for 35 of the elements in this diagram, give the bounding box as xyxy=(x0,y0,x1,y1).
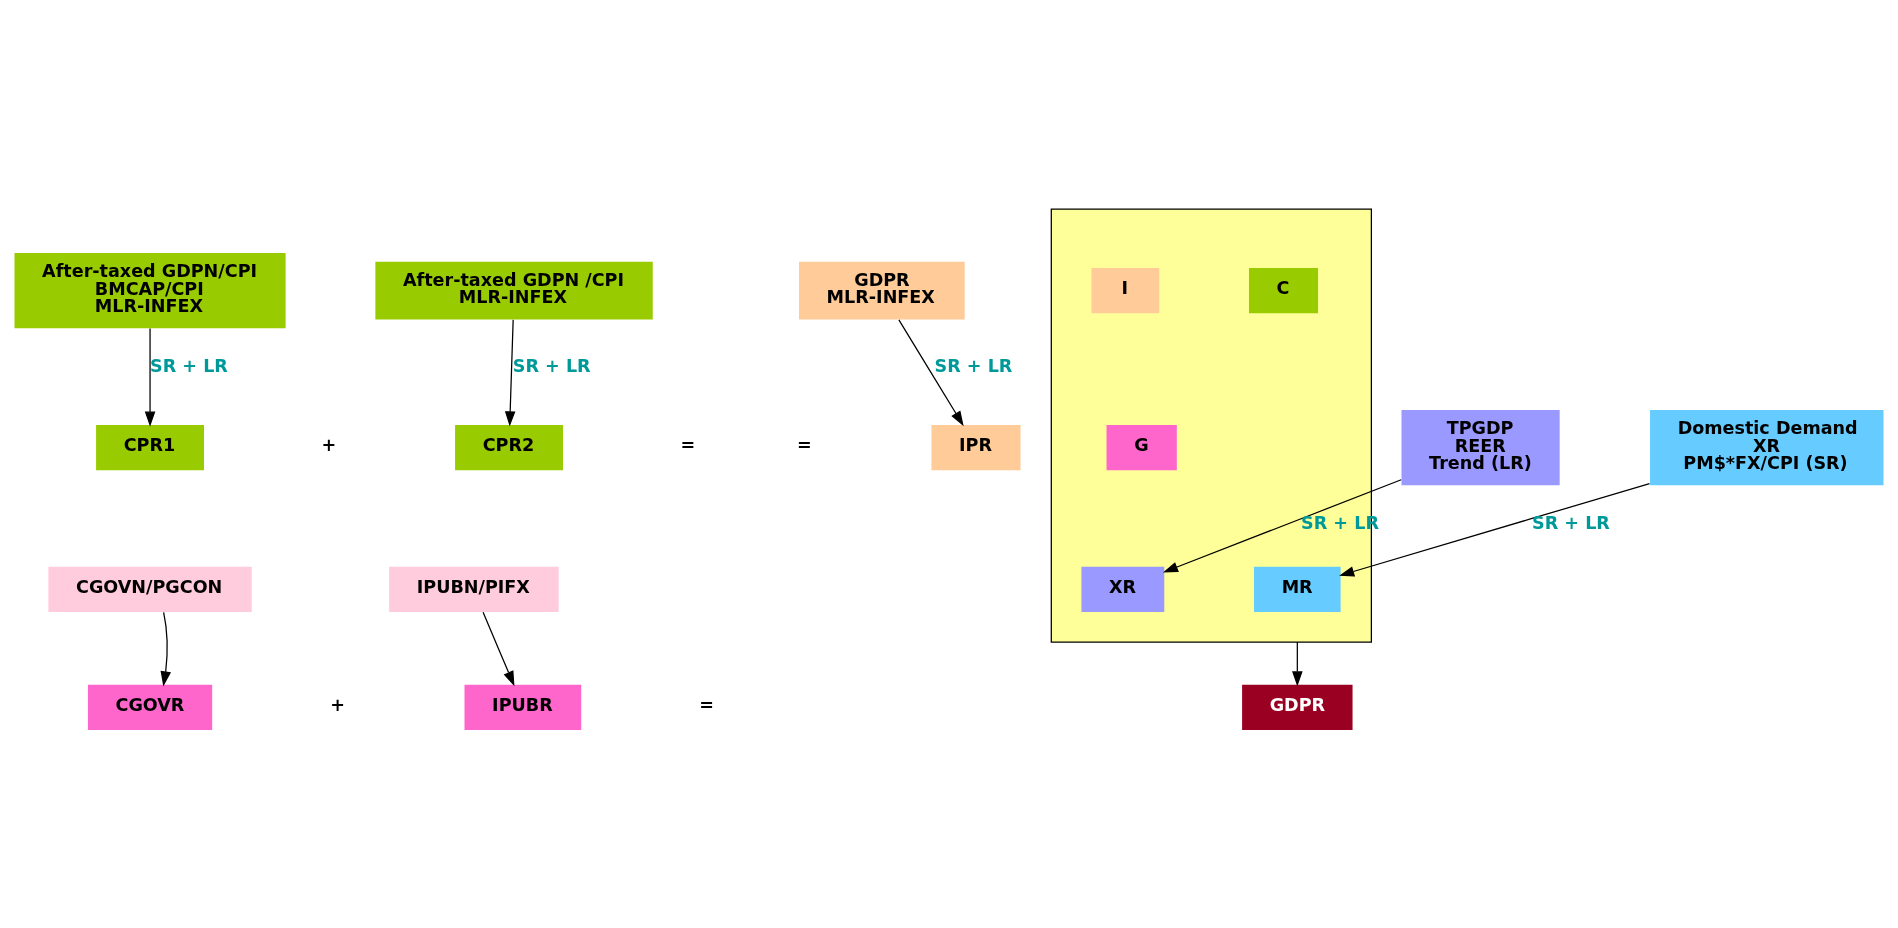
arrow xyxy=(898,318,964,426)
arrow xyxy=(1162,478,1402,573)
label: = xyxy=(680,434,696,455)
arrow xyxy=(482,611,515,686)
node-box: GDPR MLR-INFEX xyxy=(799,261,965,319)
label: = xyxy=(797,434,812,455)
label: = xyxy=(699,694,714,715)
node-box: G xyxy=(1106,424,1177,470)
node-box: CGOVR xyxy=(87,684,213,730)
node-box: TPGDP REER Trend (LR) xyxy=(1401,409,1560,485)
arrow xyxy=(504,318,516,426)
edge-label: SR + LR xyxy=(512,355,591,376)
node-box: XR xyxy=(1081,566,1165,612)
node-box: MR xyxy=(1254,566,1341,612)
label: + xyxy=(321,434,337,455)
node-box: IPR xyxy=(931,424,1021,470)
node-box: C xyxy=(1249,267,1319,313)
node-box: IPUBR xyxy=(464,684,582,730)
arrow xyxy=(1292,641,1303,686)
node-box: CPR2 xyxy=(455,424,563,470)
node-box: CGOVN/PGCON xyxy=(48,566,252,612)
node-box: Domestic Demand XR PM$*FX/CPI (SR) xyxy=(1650,409,1884,485)
node-box: After-taxed GDPN /CPI MLR-INFEX xyxy=(375,261,653,319)
node-box: CPR1 xyxy=(96,424,205,470)
edge-label: SR + LR xyxy=(150,355,228,376)
arrow xyxy=(160,611,171,686)
node-box: After-taxed GDPN/CPI BMCAP/CPI MLR-INFEX xyxy=(14,252,286,328)
node-box: GDPR xyxy=(1242,684,1353,730)
edge-label: SR + LR xyxy=(1532,512,1610,533)
arrow xyxy=(144,327,156,427)
node-box: IPUBN/PIFX xyxy=(389,566,559,612)
node-box: I xyxy=(1091,267,1160,313)
arrow xyxy=(1339,482,1651,576)
edge-label: SR + LR xyxy=(934,355,1013,376)
label: + xyxy=(330,694,345,715)
